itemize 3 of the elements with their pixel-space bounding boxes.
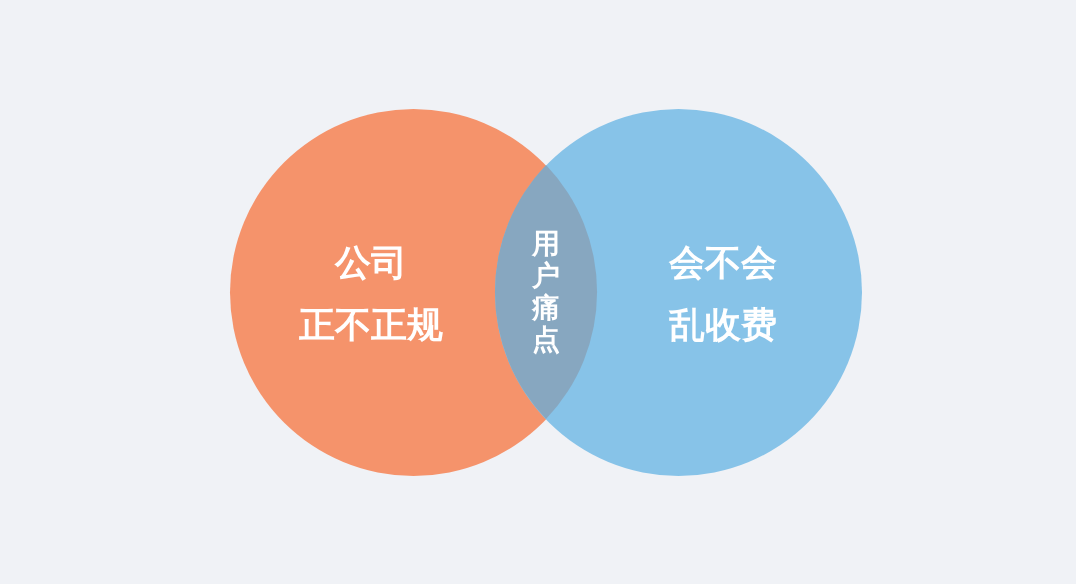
circle-label: 会不会乱收费 xyxy=(669,241,777,347)
circle-label: 公司正不正规 xyxy=(299,241,443,347)
overlap-label: 用户痛点 xyxy=(531,228,560,356)
